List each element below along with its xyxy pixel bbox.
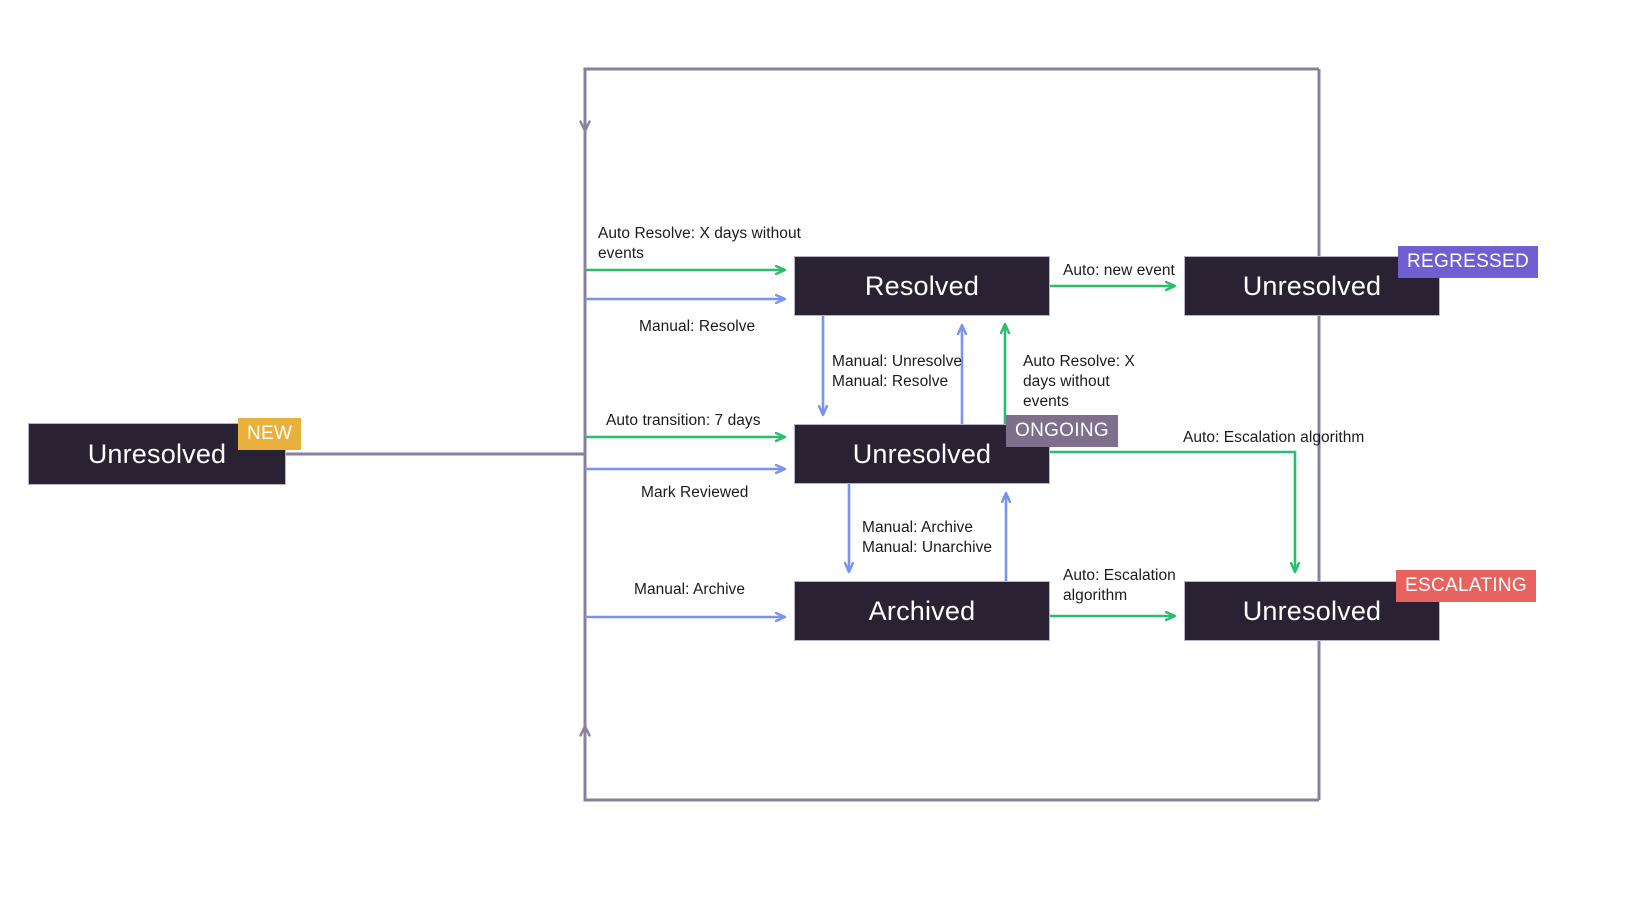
edge-label-manual-unresolve: Manual: Unresolve Manual: Resolve bbox=[832, 353, 963, 390]
node-archived[interactable]: Archived bbox=[794, 581, 1050, 641]
node-label: Unresolved bbox=[87, 438, 227, 469]
node-label: Resolved bbox=[864, 270, 980, 301]
status-badge-new: NEW bbox=[238, 418, 302, 450]
edge-label-manual-archive-pair: Manual: Archive Manual: Unarchive bbox=[862, 519, 993, 556]
auto-transitions bbox=[585, 270, 1295, 616]
node-label: Unresolved bbox=[852, 438, 992, 469]
status-badge-escalating: ESCALATING bbox=[1396, 570, 1536, 602]
edge-label-manual-resolve-in: Manual: Resolve bbox=[639, 318, 756, 335]
node-label: Unresolved bbox=[1242, 270, 1382, 301]
edge-label-auto-transition-7days: Auto transition: 7 days bbox=[606, 412, 761, 429]
manual-transitions bbox=[585, 299, 1006, 617]
node-label: Unresolved bbox=[1242, 595, 1382, 626]
node-resolved[interactable]: Resolved bbox=[794, 256, 1050, 316]
status-badge-ongoing: ONGOING bbox=[1006, 415, 1118, 447]
node-unresolved-regressed[interactable]: Unresolved bbox=[1184, 256, 1440, 316]
status-badge-label: ESCALATING bbox=[1405, 575, 1527, 596]
status-badge-label: ONGOING bbox=[1015, 420, 1109, 441]
status-badge-label: REGRESSED bbox=[1407, 251, 1530, 272]
edge-label-mark-reviewed: Mark Reviewed bbox=[641, 484, 749, 501]
frame-return-paths bbox=[286, 67, 1321, 802]
edge-label-auto-resolve-up: Auto Resolve: X days without events bbox=[1023, 353, 1135, 410]
edge-label-manual-archive-in: Manual: Archive bbox=[634, 581, 746, 598]
node-label: Archived bbox=[868, 595, 976, 626]
edge-label-auto-escalation-top: Auto: Escalation algorithm bbox=[1183, 429, 1365, 446]
status-badge-label: NEW bbox=[247, 423, 293, 444]
edge-label-auto-resolve-top: Auto Resolve: X days without events bbox=[598, 225, 802, 262]
edge-label-auto-escalation-low: Auto: Escalation algorithm bbox=[1063, 567, 1176, 604]
status-badge-regressed: REGRESSED bbox=[1398, 246, 1539, 278]
edge-label-auto-new-event: Auto: new event bbox=[1063, 262, 1175, 279]
